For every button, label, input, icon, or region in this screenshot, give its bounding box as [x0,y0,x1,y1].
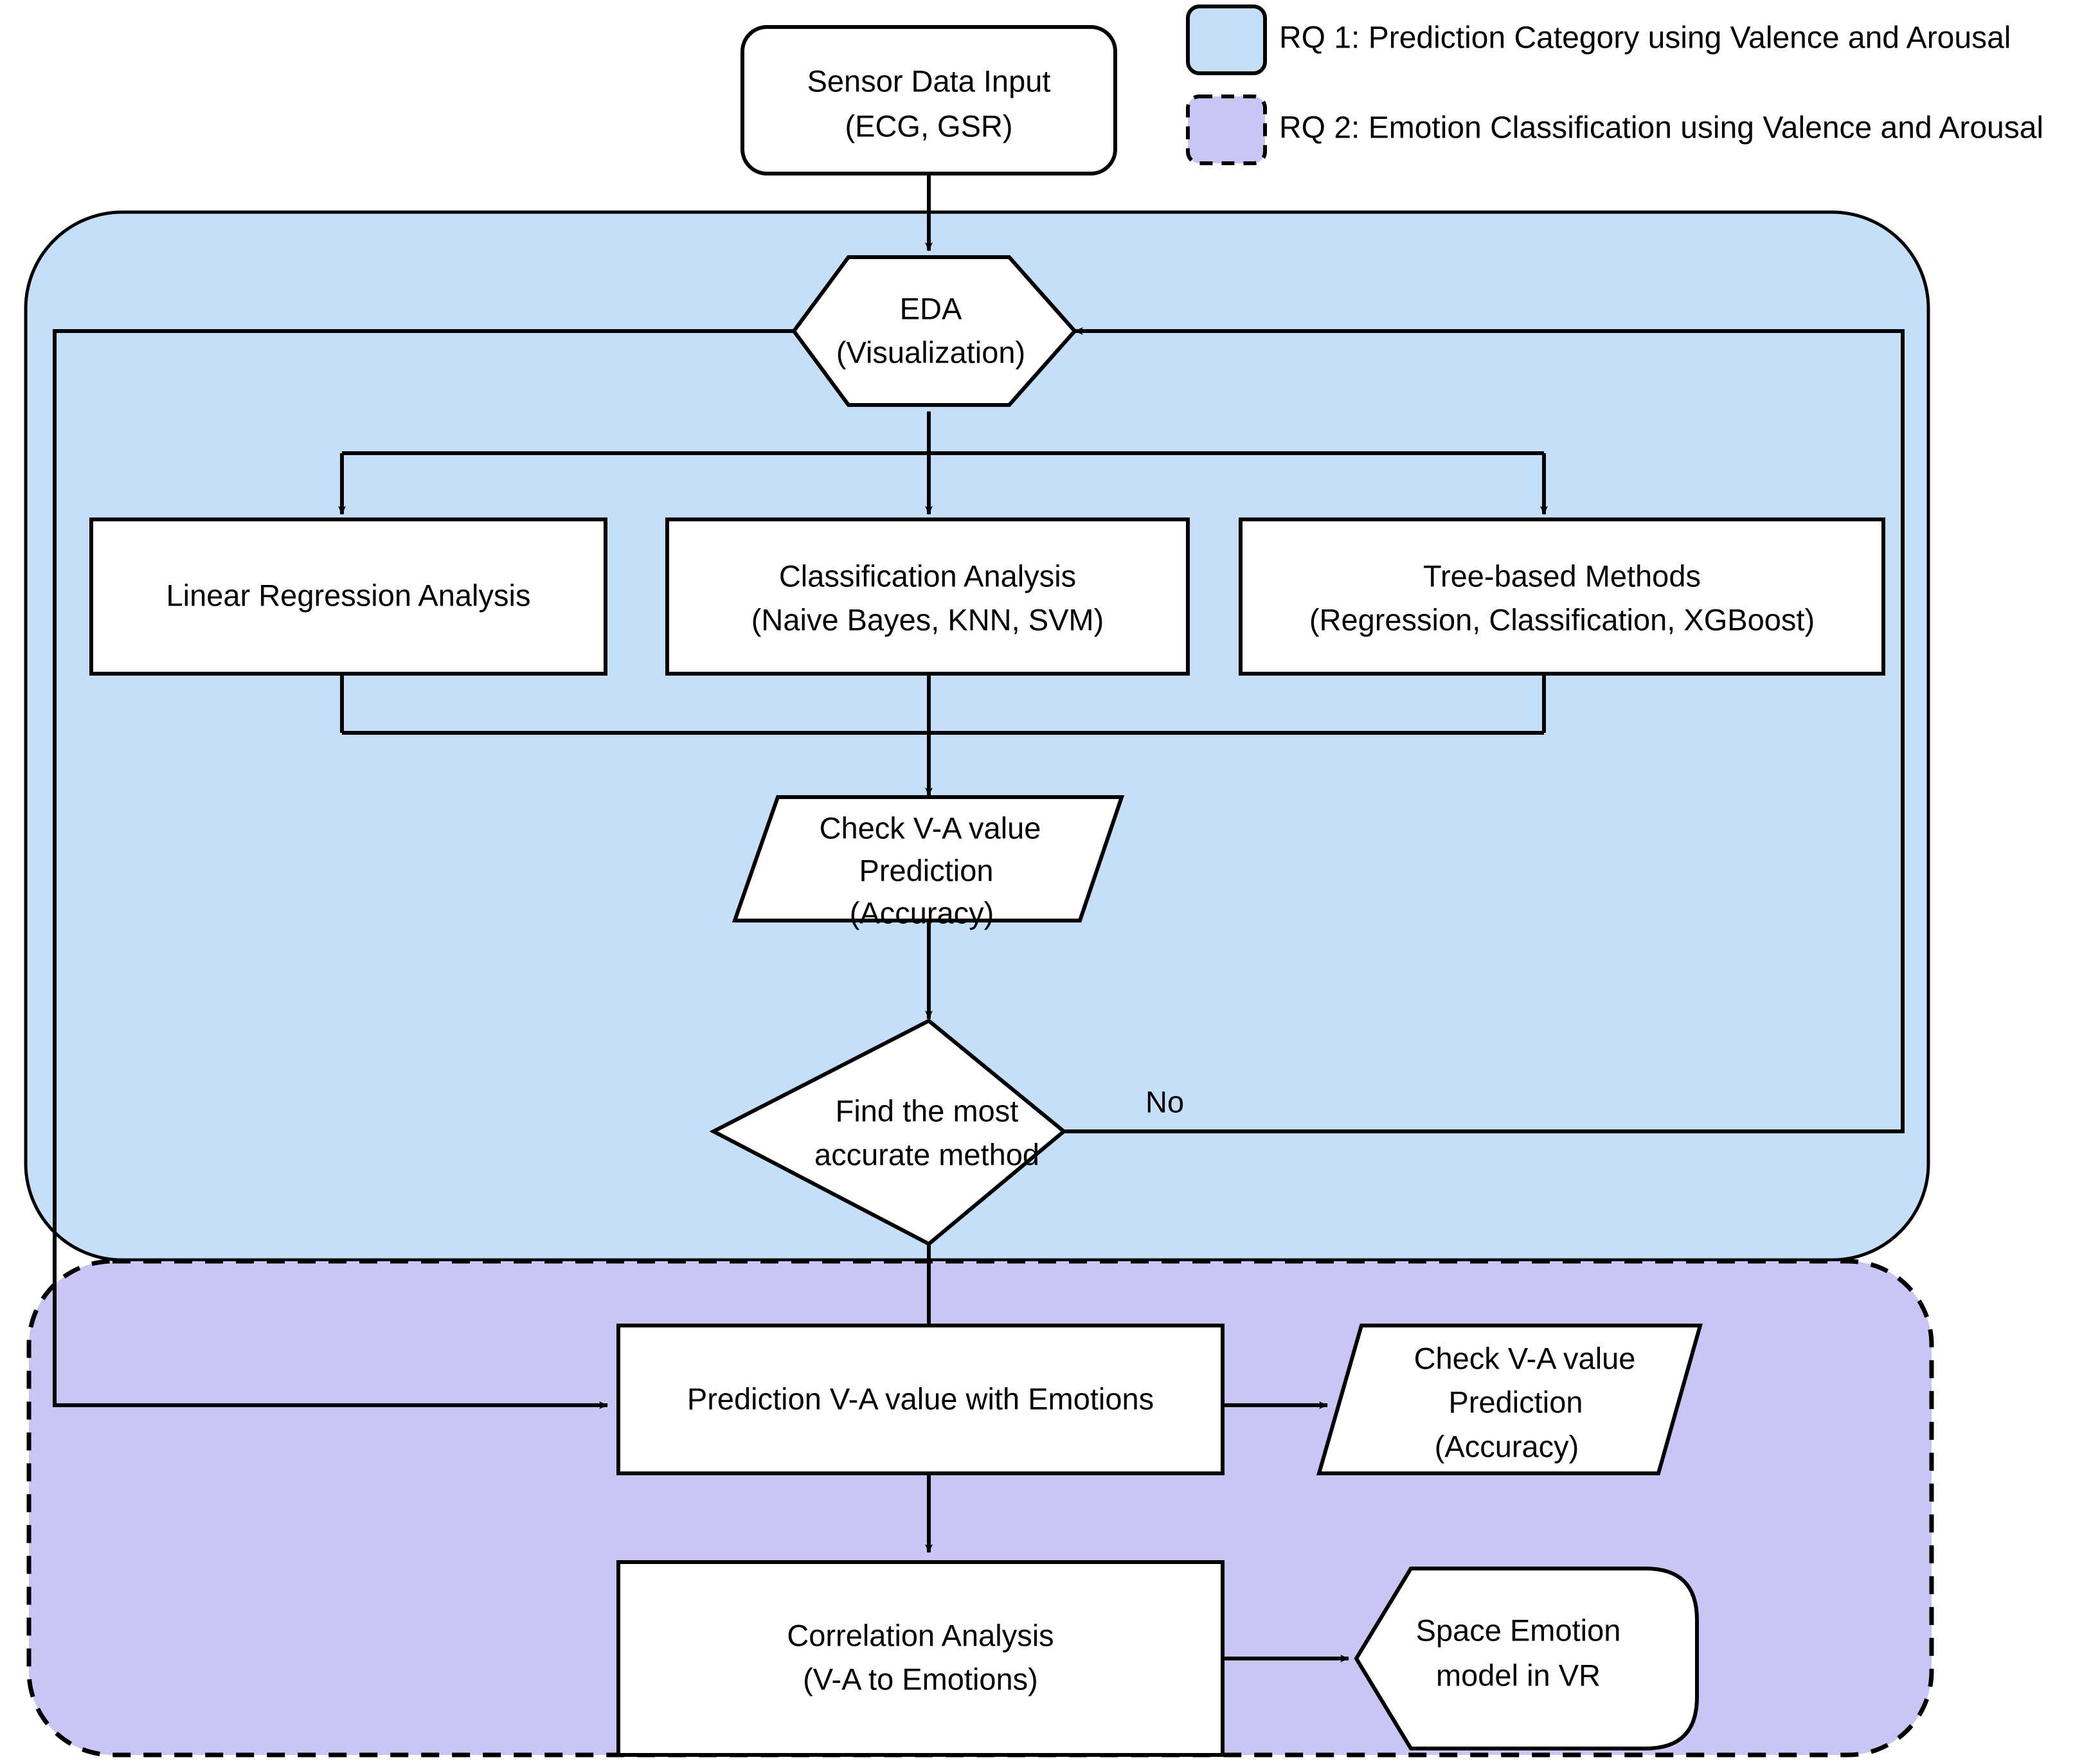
node-eda[interactable]: EDA (Visualization) [791,255,1078,407]
node-eda-line-1: (Visualization) [836,335,1025,369]
node-check-va-value-prediction-2-line-1: Prediction [1449,1385,1583,1419]
connector-lines [53,174,1905,1662]
node-check-va-value-prediction-2-line-0: Check V-A value [1414,1341,1636,1375]
node-check-va-value-prediction-2[interactable]: Check V-A value Prediction (Accuracy) [1316,1324,1703,1475]
node-tree-based-methods-line-0: Tree-based Methods [1423,559,1701,593]
node-correlation-analysis-line-1: (V-A to Emotions) [803,1662,1038,1696]
node-prediction-va-value-with-emotions-line-0: Prediction V-A value with Emotions [687,1381,1154,1416]
legend-label-rq2: RQ 2: Emotion Classification using Valen… [1279,111,2043,145]
node-prediction-va-value-with-emotions[interactable]: Prediction V-A value with Emotions [616,1324,1225,1475]
node-sensor-data-input-line-1: (ECG, GSR) [845,109,1012,143]
edge-left-feedback-rail [53,329,794,1409]
node-find-most-accurate-method[interactable]: Find the most accurate method [709,1018,1067,1246]
node-find-most-accurate-method-line-1: accurate method [814,1137,1039,1171]
legend-label-rq1: RQ 1: Prediction Category using Valence … [1279,21,2011,55]
node-linear-regression-analysis-line-0: Linear Regression Analysis [166,578,531,612]
node-space-emotion-model-in-vr[interactable]: Space Emotion model in VR [1354,1567,1699,1750]
legend: RQ 1: Prediction Category using Valence … [1186,4,2043,165]
node-linear-regression-analysis[interactable]: Linear Regression Analysis [89,517,607,676]
node-classification-analysis[interactable]: Classification Analysis (Naive Bayes, KN… [665,517,1190,676]
edge-label-no: No [1145,1084,1184,1119]
node-find-most-accurate-method-line-0: Find the most [836,1093,1019,1128]
node-check-va-value-prediction-1-line-2: (Accuracy) [850,895,994,930]
node-tree-based-methods[interactable]: Tree-based Methods (Regression, Classifi… [1239,517,1885,676]
edge-no-return-rail [1064,327,1905,1133]
node-correlation-analysis-line-0: Correlation Analysis [787,1618,1054,1652]
legend-item-rq2: RQ 2: Emotion Classification using Valen… [1186,94,2043,165]
legend-swatch-rq1 [1186,4,1267,75]
node-space-emotion-model-in-vr-line-1: model in VR [1436,1658,1601,1692]
node-eda-line-0: EDA [900,291,962,325]
node-classification-analysis-line-1: (Naive Bayes, KNN, SVM) [751,602,1104,636]
legend-swatch-rq2 [1186,94,1267,165]
legend-item-rq1: RQ 1: Prediction Category using Valence … [1186,4,2011,75]
node-check-va-value-prediction-1[interactable]: Check V-A value Prediction (Accuracy) [731,795,1125,930]
node-sensor-data-input[interactable]: Sensor Data Input (ECG, GSR) [740,25,1117,175]
node-classification-analysis-line-0: Classification Analysis [779,559,1076,593]
node-check-va-value-prediction-1-line-1: Prediction [859,853,994,887]
node-space-emotion-model-in-vr-line-0: Space Emotion [1416,1613,1621,1647]
node-tree-based-methods-line-1: (Regression, Classification, XGBoost) [1309,602,1815,636]
node-check-va-value-prediction-1-line-0: Check V-A value [820,811,1041,845]
node-check-va-value-prediction-2-line-2: (Accuracy) [1435,1429,1579,1463]
node-correlation-analysis[interactable]: Correlation Analysis (V-A to Emotions) [616,1560,1225,1757]
node-sensor-data-input-line-0: Sensor Data Input [807,64,1051,98]
